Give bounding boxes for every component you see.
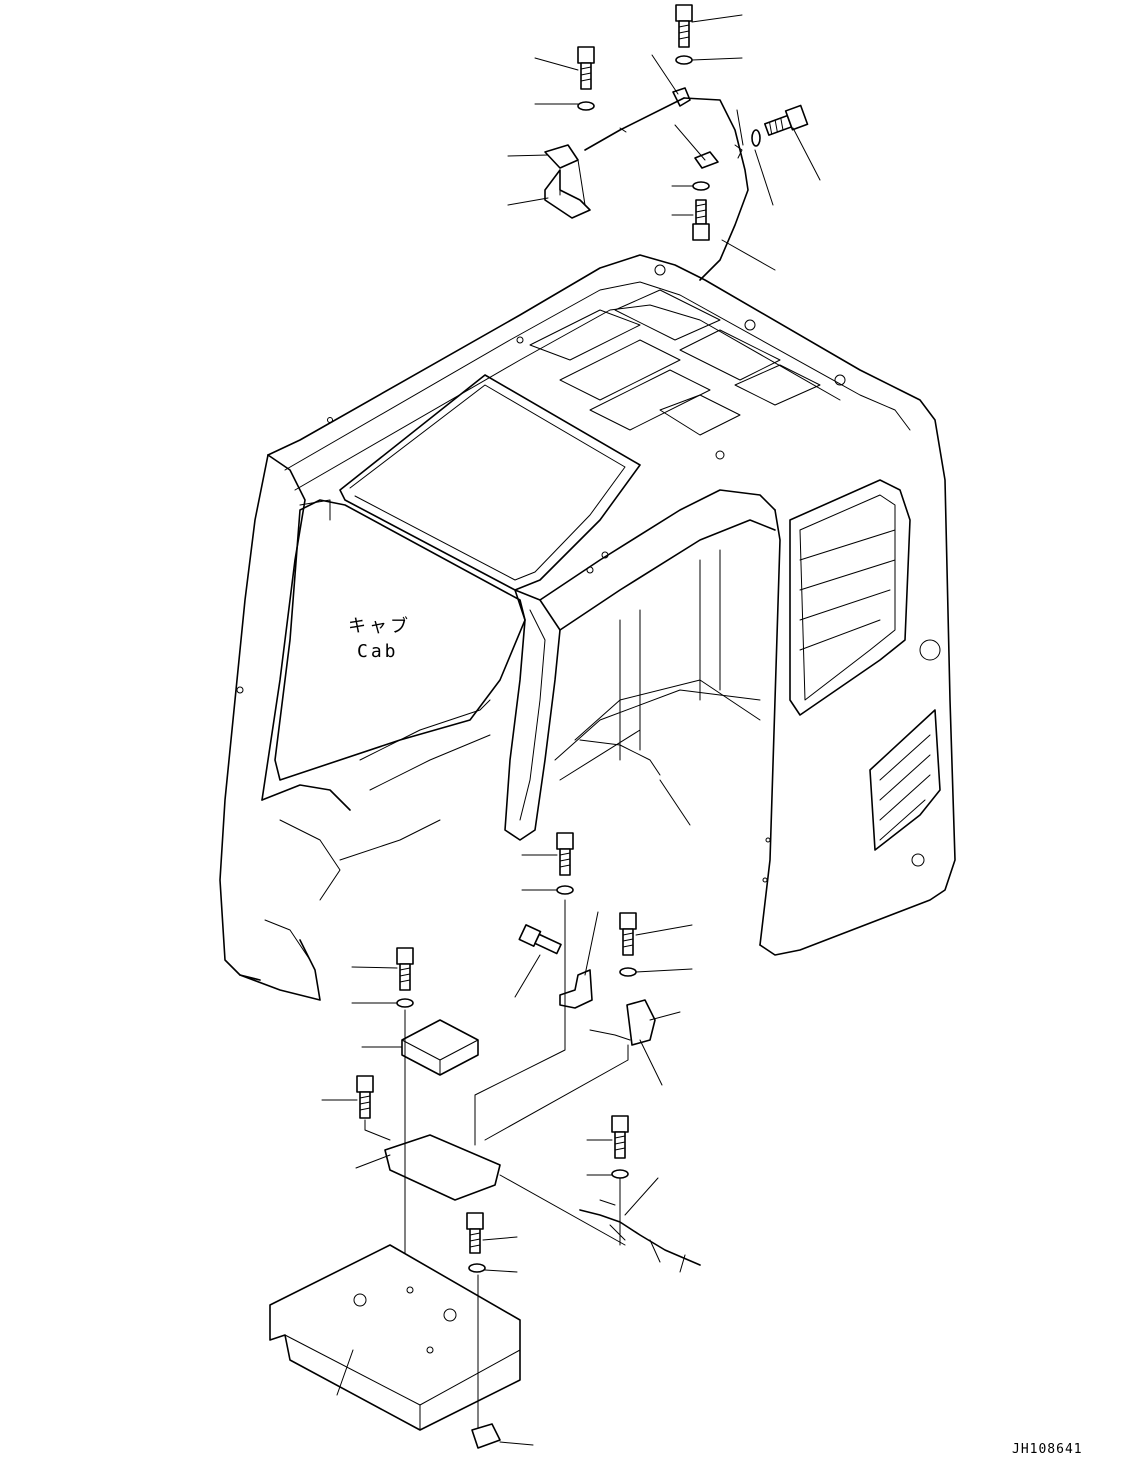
bolt-center-upper: [556, 832, 574, 876]
drawing-id: JH108641: [1012, 1442, 1083, 1457]
cab-label-jp: キャブ: [348, 615, 411, 637]
cab-label-en: Cab: [357, 641, 399, 662]
bolt-top-left: [577, 46, 595, 90]
bolt-left-lower: [356, 1075, 374, 1119]
washer-left-upper: [396, 998, 414, 1008]
washer-top-right: [675, 55, 693, 65]
bolt-base: [466, 1212, 484, 1254]
washer-right: [619, 967, 637, 977]
roof-harness-group: [544, 4, 809, 281]
washer-top-left: [577, 101, 595, 111]
washer-mid-right: [692, 181, 710, 191]
washer-center-upper: [556, 885, 574, 895]
bracket-center: [559, 969, 593, 1009]
bolt-angled: [763, 104, 809, 136]
controller-group: [269, 832, 701, 1449]
controller-box: [401, 1019, 479, 1076]
cab-body: [219, 254, 956, 1001]
bolt-right: [619, 912, 637, 956]
connector-module: [626, 999, 656, 1046]
rivets: [236, 264, 846, 883]
clip-right: [694, 151, 719, 169]
bolt-mid-right: [692, 199, 710, 241]
washer-angled: [751, 129, 761, 147]
bolt-center-angled: [518, 924, 562, 955]
washer-base: [468, 1263, 486, 1273]
bolt-top-right: [675, 4, 693, 48]
bolt-lower-right: [611, 1115, 629, 1159]
bracket-top: [544, 144, 579, 169]
leader-lines: [321, 14, 821, 1446]
floor-base-plate: [269, 1244, 521, 1431]
bolt-left-upper: [396, 947, 414, 991]
mounting-plate: [384, 1134, 501, 1201]
small-bracket-bottom: [471, 1423, 501, 1449]
washer-lower-right: [611, 1169, 629, 1179]
